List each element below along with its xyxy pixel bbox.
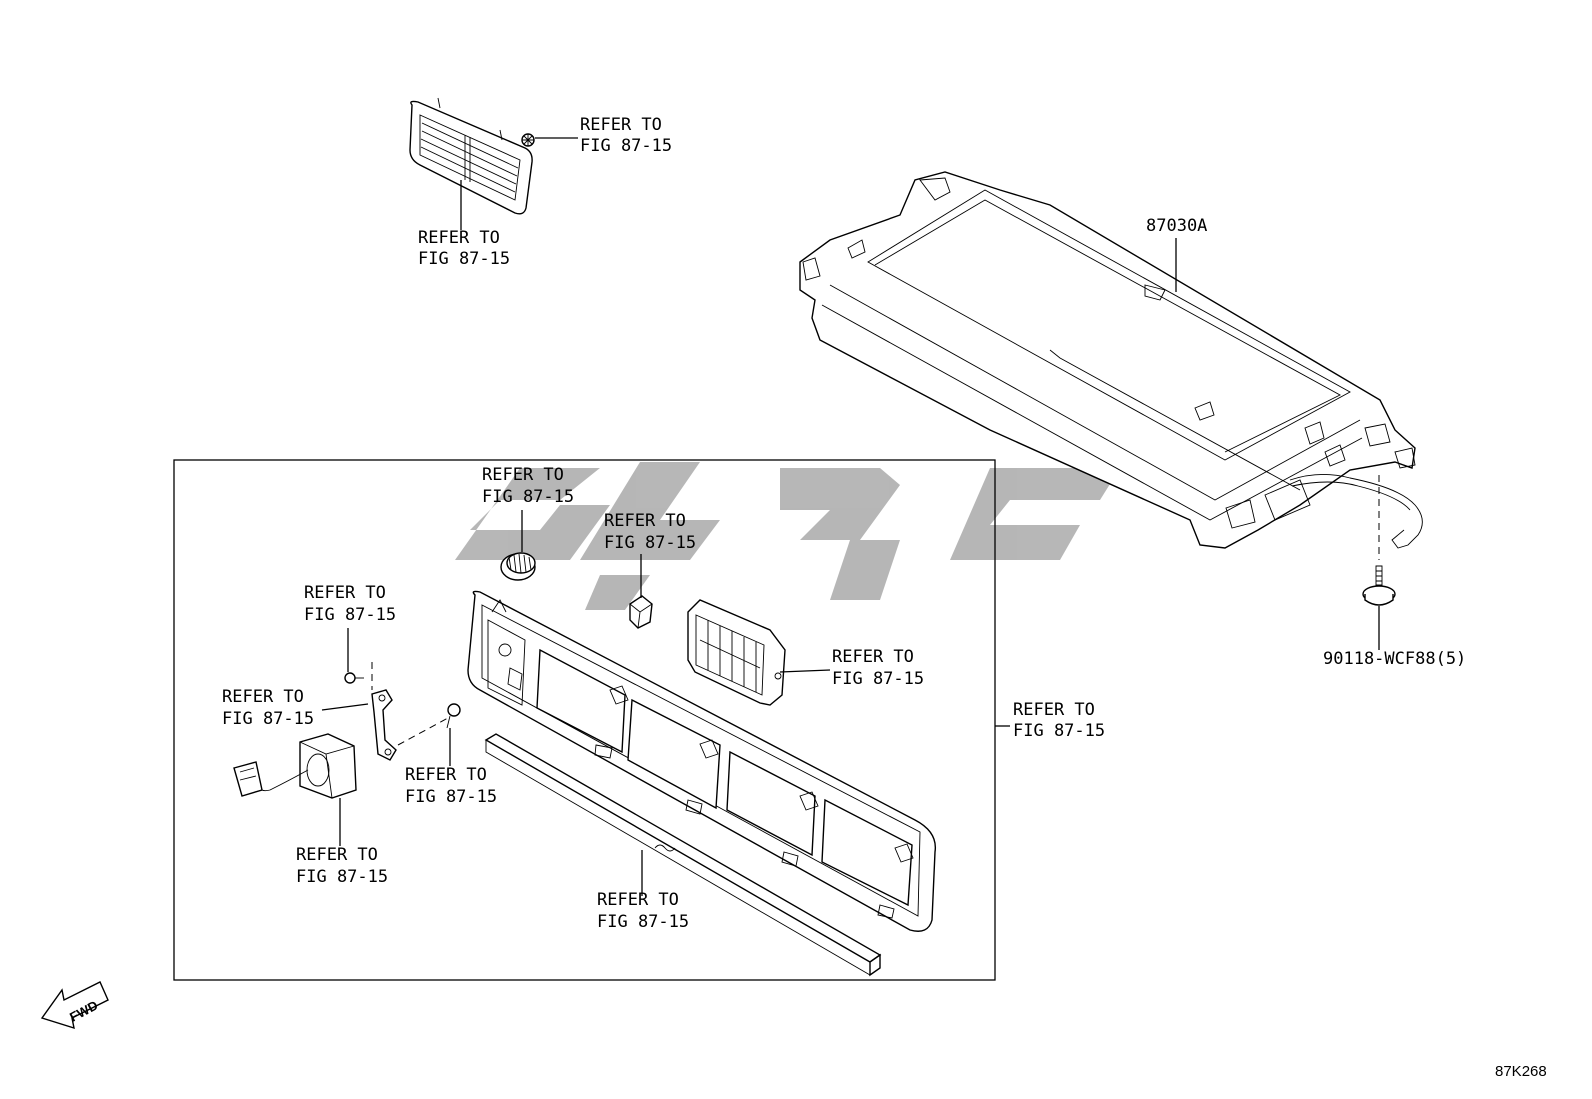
vent-clip-callout-line1: REFER TO <box>580 115 662 135</box>
clip-icon <box>629 595 653 629</box>
small-screw-callout-line1: REFER TO <box>304 583 386 603</box>
console-assembly <box>799 171 1423 549</box>
connector-callout-line1: REFER TO <box>296 845 378 865</box>
knob-callout-line1: REFER TO <box>482 465 564 485</box>
switch-panel <box>467 590 937 932</box>
clip-callout-line2: FIG 87-15 <box>604 533 696 553</box>
seal-strip <box>484 733 882 977</box>
connector-icon <box>233 733 357 799</box>
knob-icon <box>500 552 536 581</box>
switch-block <box>687 599 786 706</box>
seal-strip-callout-line1: REFER TO <box>597 890 679 910</box>
seal-strip-callout-line2: FIG 87-15 <box>597 912 689 932</box>
screw-part-number: 90118-WCF88(5) <box>1323 649 1466 669</box>
mid-screw-callout-line2: FIG 87-15 <box>405 787 497 807</box>
bracket <box>371 689 397 761</box>
vent-grille-callout-line2: FIG 87-15 <box>418 249 510 269</box>
bracket-callout-line2: FIG 87-15 <box>222 709 314 729</box>
small-screw-icon <box>344 672 364 684</box>
screw-icon <box>1362 475 1396 606</box>
switch-block-callout-line1: REFER TO <box>832 647 914 667</box>
watermark <box>455 462 1120 610</box>
connector-callout-line2: FIG 87-15 <box>296 867 388 887</box>
figure-id: 87K268 <box>1495 1063 1547 1080</box>
switch-block-callout-line2: FIG 87-15 <box>832 669 924 689</box>
group-box <box>173 459 996 981</box>
group-box-callout-line1: REFER TO <box>1013 700 1095 720</box>
mid-screw-icon <box>397 703 461 746</box>
vent-clip-callout-line2: FIG 87-15 <box>580 136 672 156</box>
group-box-callout-line2: FIG 87-15 <box>1013 721 1105 741</box>
clip-callout-line1: REFER TO <box>604 511 686 531</box>
small-screw-callout-line2: FIG 87-15 <box>304 605 396 625</box>
vent-grille <box>409 97 533 215</box>
assembly-part-number: 87030A <box>1146 216 1207 236</box>
vent-grille-callout-line1: REFER TO <box>418 228 500 248</box>
mid-screw-callout-line1: REFER TO <box>405 765 487 785</box>
knob-callout-line2: FIG 87-15 <box>482 487 574 507</box>
bracket-callout-line1: REFER TO <box>222 687 304 707</box>
fwd-arrow-icon: FWD <box>40 981 109 1030</box>
vent-clip-icon <box>521 133 535 147</box>
